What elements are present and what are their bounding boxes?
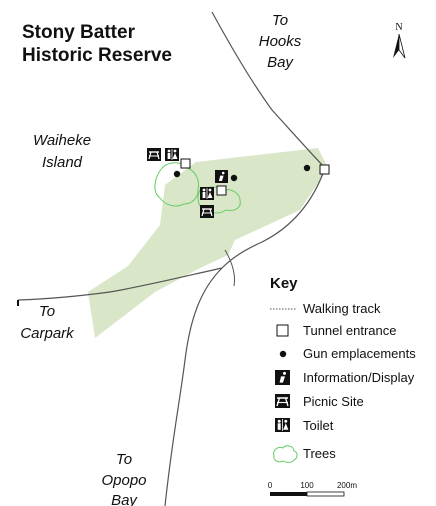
dot-icon: [279, 350, 287, 358]
north-label: N: [395, 22, 402, 33]
reserve-area: [88, 148, 328, 338]
square-outline-icon: [276, 324, 289, 337]
tunnel-entrance: [216, 185, 227, 196]
label-waiheke-2: Island: [42, 154, 83, 171]
road-to-hooks-bay: [211, 11, 326, 169]
toilet-icon: [165, 148, 179, 161]
gun-emplacement: [303, 164, 311, 172]
key-label-tunnel-entrance: Tunnel entrance: [303, 323, 396, 338]
scale-label-100: 100: [300, 481, 314, 490]
label-to-opopo-3: Bay: [111, 492, 138, 506]
tunnel-entrance: [319, 164, 330, 175]
key-label-trees: Trees: [303, 446, 336, 461]
picnic-table-icon: [200, 205, 214, 218]
road-bend: [224, 249, 235, 287]
tree-outline-icon: [273, 445, 298, 463]
key-label-toilet: Toilet: [303, 418, 334, 433]
label-to-opopo-2: Opopo: [101, 472, 146, 489]
picnic-table-icon: [275, 394, 290, 408]
tunnel-entrance: [180, 158, 191, 169]
road-main-south: [164, 167, 326, 506]
scale-bar: 0 100 200m: [268, 481, 357, 497]
toilet-icon: [200, 187, 214, 200]
picnic-table-icon: [147, 148, 161, 161]
label-to-hooks-bay-3: Bay: [267, 54, 294, 71]
road-to-carpark: [17, 267, 223, 301]
key-label-picnic-site: Picnic Site: [303, 394, 364, 409]
label-waiheke-1: Waiheke: [33, 132, 91, 149]
gun-emplacement: [173, 170, 181, 178]
scale-bar-empty: [306, 491, 345, 497]
north-arrow-icon: N: [393, 22, 406, 59]
map-title-line1: Stony Batter: [22, 22, 136, 43]
info-icon: [275, 370, 290, 385]
gun-emplacement: [230, 174, 238, 182]
scale-bar-fill: [270, 492, 307, 496]
label-to-opopo-1: To: [116, 451, 132, 468]
scale-label-200m: 200m: [337, 481, 357, 490]
key-label-information: Information/Display: [303, 370, 415, 385]
label-to-carpark-2: Carpark: [20, 325, 75, 342]
key-title: Key: [270, 275, 298, 292]
key-label-gun-emplacements: Gun emplacements: [303, 346, 416, 361]
label-to-hooks-bay-1: To: [272, 12, 288, 29]
map-key: Key Walking track Tunnel entrance Gun em…: [270, 275, 416, 463]
scale-label-0: 0: [268, 481, 273, 490]
label-to-hooks-bay-2: Hooks: [259, 33, 302, 50]
info-icon: [215, 170, 228, 183]
map-title-line2: Historic Reserve: [22, 45, 172, 66]
toilet-icon: [275, 418, 290, 432]
key-label-walking-track: Walking track: [303, 301, 381, 316]
label-to-carpark-1: To: [39, 303, 55, 320]
